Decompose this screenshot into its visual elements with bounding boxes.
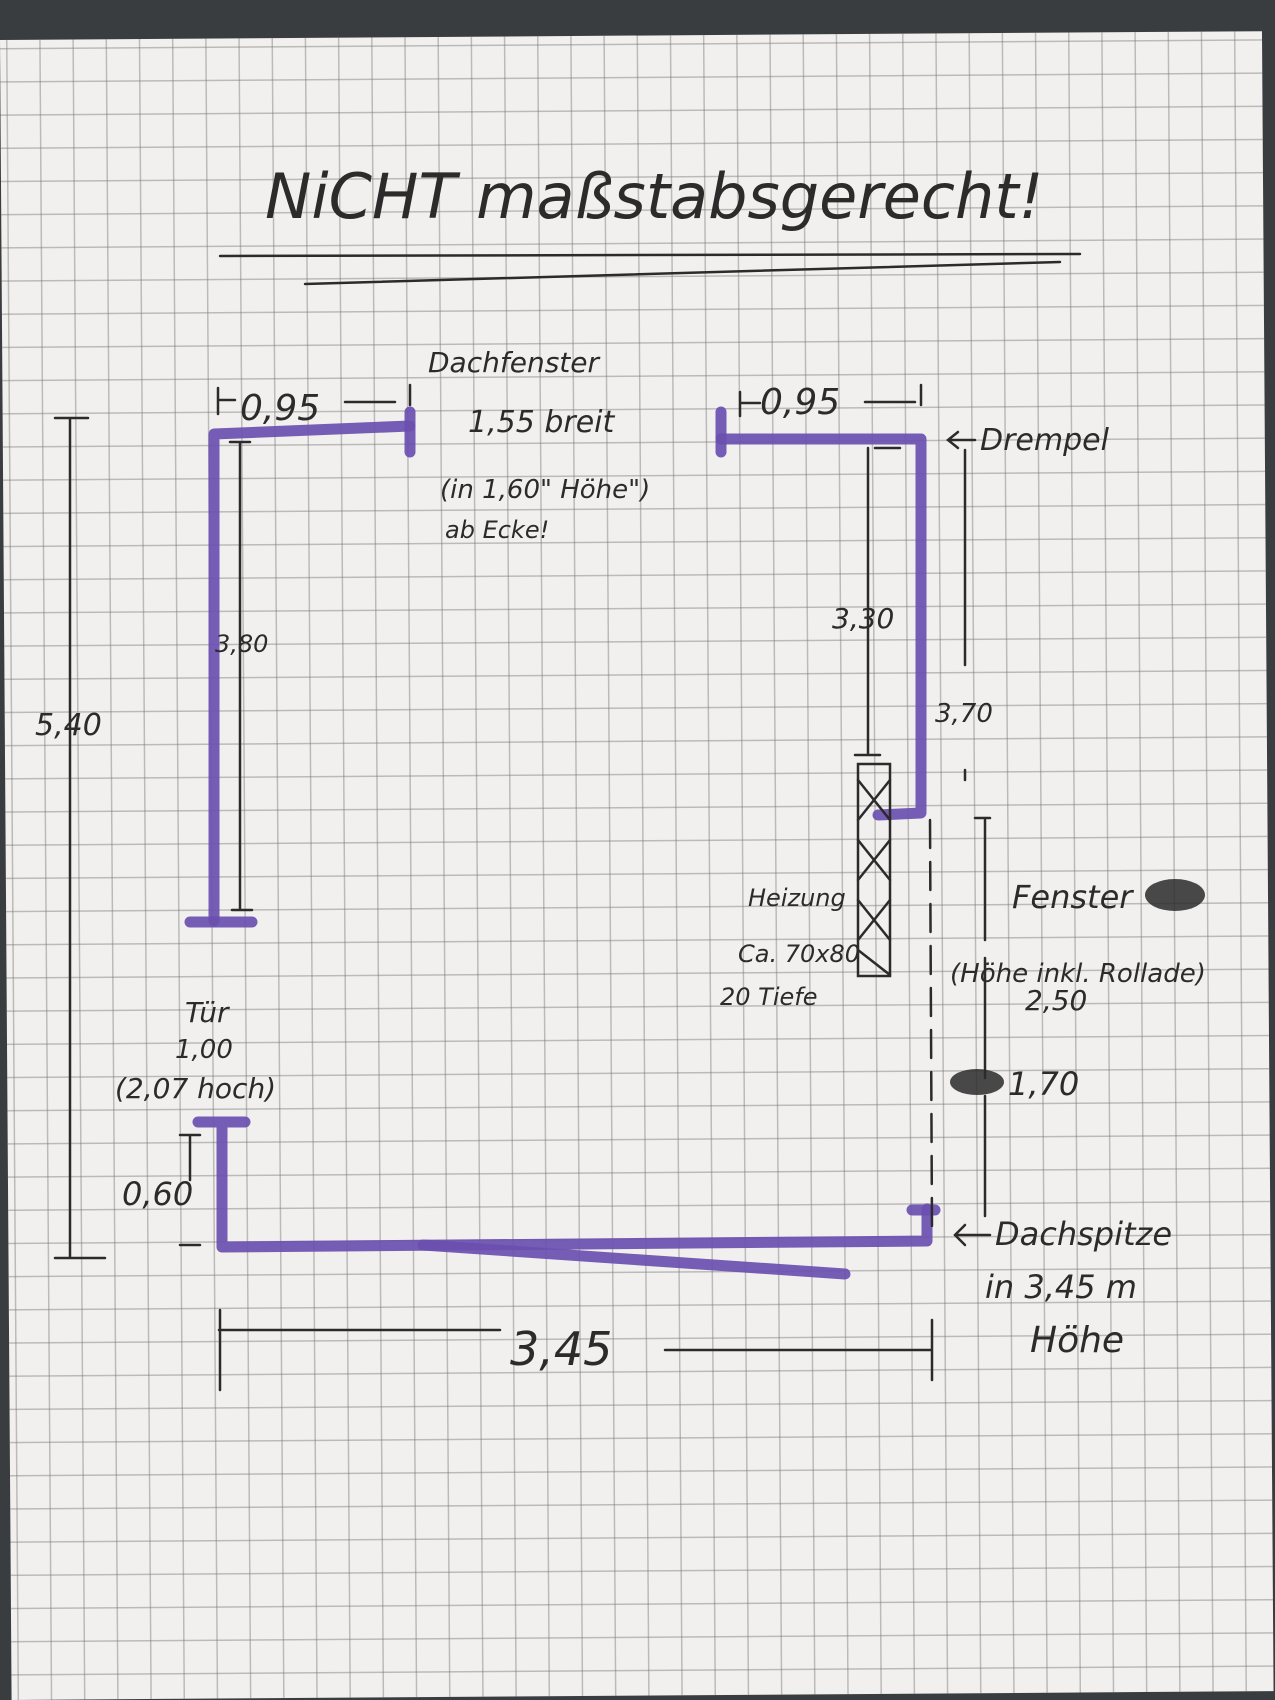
title: NiCHT maßstabsgerecht! <box>265 160 1043 233</box>
right-window-width: 0,95 <box>760 382 840 423</box>
wall-bottom-extension <box>417 1239 851 1280</box>
roof-peak-label: Dachspitze <box>995 1215 1172 1253</box>
heater-size: Ca. 70x80 <box>738 940 860 968</box>
scribble-marks <box>950 879 1205 1095</box>
right-outer-length: 3,70 <box>935 699 993 729</box>
drempel-label: Drempel <box>980 423 1110 458</box>
heater-depth: 20 Tiefe <box>720 983 817 1011</box>
walls <box>184 406 941 1280</box>
wall-top-right <box>715 433 927 821</box>
wall-bottom <box>192 1116 933 1253</box>
wall-top-left <box>208 420 416 927</box>
door-gap: 0,60 <box>122 1175 193 1213</box>
door-label: Tür <box>185 996 230 1029</box>
roof-peak-height: in 3,45 m <box>985 1268 1137 1306</box>
left-wall-length: 3,80 <box>215 630 268 658</box>
window-sill-height: 1,70 <box>1008 1065 1079 1103</box>
heater-hatched <box>856 762 892 978</box>
door-width: 1,00 <box>175 1035 233 1065</box>
skylight-note: ab Ecke! <box>445 516 549 544</box>
bottom-width: 3,45 <box>510 1322 612 1376</box>
title-underline <box>218 252 1082 258</box>
window-note: (Höhe inkl. Rollade) <box>950 959 1206 989</box>
heater-label: Heizung <box>748 884 846 912</box>
skylight-label: Dachfenster <box>428 346 600 379</box>
skylight-height: (in 1,60" Höhe") <box>440 475 650 505</box>
window-label: Fenster <box>1012 878 1134 916</box>
roof-peak-height-unit: Höhe <box>1030 1320 1124 1361</box>
left-window-width: 0,95 <box>240 388 320 429</box>
right-inner-length: 3,30 <box>832 602 894 635</box>
window-height: 2,50 <box>1025 984 1087 1017</box>
dimension-lines <box>53 383 992 1392</box>
title-underline-2 <box>303 260 1062 286</box>
total-height: 5,40 <box>35 708 102 743</box>
door-height: (2,07 hoch) <box>115 1072 276 1105</box>
skylight-width: 1,55 breit <box>468 405 616 440</box>
